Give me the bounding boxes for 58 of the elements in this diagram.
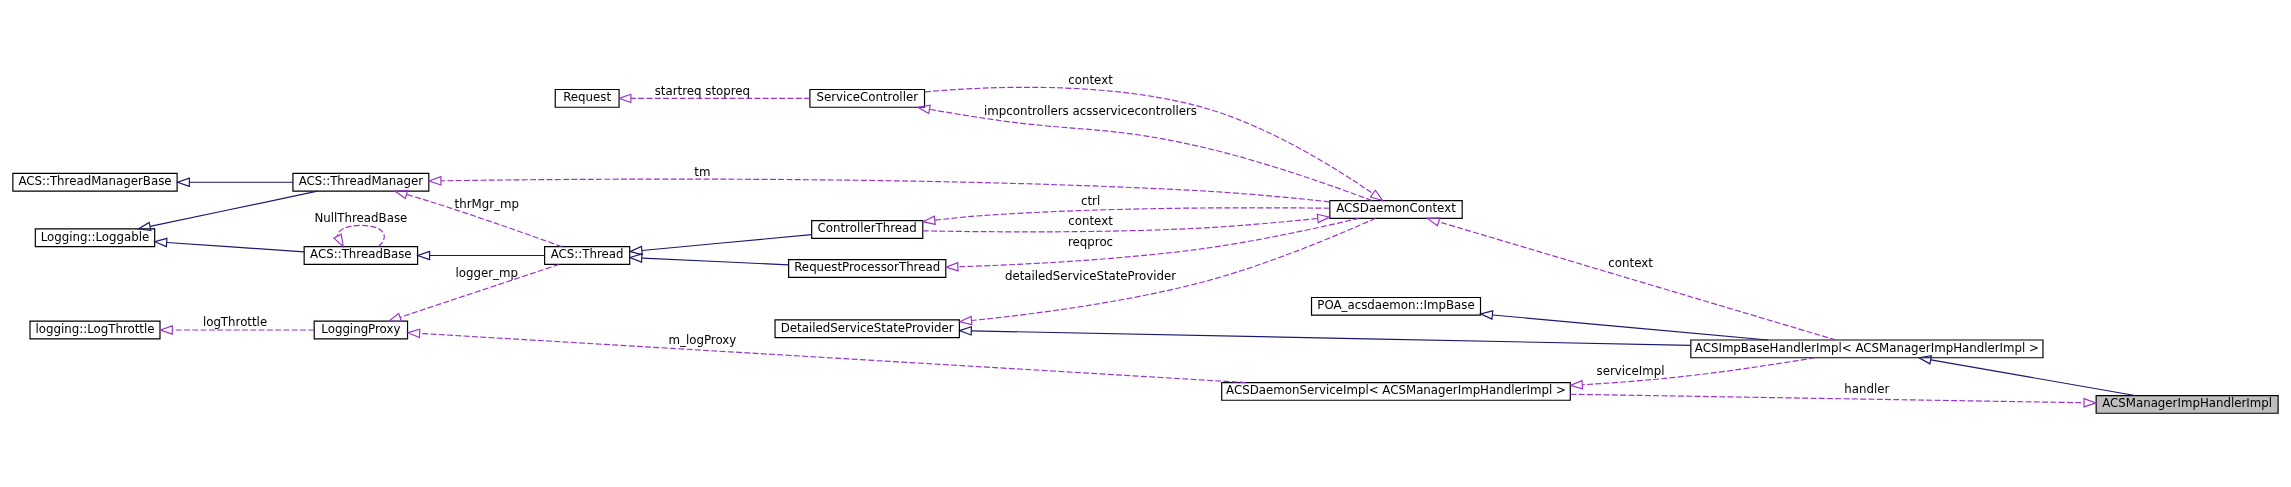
edge-label: serviceImpl — [1596, 363, 1665, 378]
arrow — [387, 263, 560, 322]
edge-label: m_logProxy — [668, 332, 737, 347]
node-box: ServiceController — [809, 88, 926, 108]
node-box: ACSDaemonServiceImpl< ACSManagerImpHandlerImpl > — [1221, 381, 1571, 401]
arrow — [427, 175, 1331, 202]
arrow — [1917, 354, 2136, 396]
node-box: ACSDaemonContext — [1329, 199, 1463, 219]
node-box: DetailedServiceStateProvider — [774, 318, 960, 338]
arrow — [628, 233, 813, 255]
edge-label: handler — [1844, 381, 1890, 396]
edge-label: thrMgr_mp — [454, 196, 519, 211]
arrow — [617, 92, 811, 103]
edge-label: context — [1608, 255, 1653, 270]
edge-label: startreq stopreq — [654, 83, 751, 98]
edge-label: context — [1068, 72, 1113, 87]
arrow — [957, 217, 1377, 325]
node-box: ACS::ThreadManager — [292, 172, 430, 192]
arrow — [628, 252, 789, 265]
edge-label: detailedServiceStateProvider — [1004, 268, 1177, 283]
arrow — [153, 237, 305, 252]
node-box: RequestProcessorThread — [788, 258, 947, 278]
arrow — [393, 189, 563, 247]
edge-label: reqproc — [1067, 234, 1114, 249]
node-box: ACSImpBaseHandlerImpl< ACSManagerImpHandlerImpl > — [1690, 338, 2044, 358]
arrow — [944, 217, 1360, 272]
edge-label: tm — [694, 164, 711, 179]
arrow — [332, 224, 385, 248]
arrow — [175, 176, 294, 187]
arrow — [1425, 216, 1837, 341]
arrow — [158, 324, 315, 335]
arrow — [136, 190, 318, 231]
arrow — [406, 327, 1247, 383]
node-box: POA_acsdaemon::ImpBase — [1310, 296, 1482, 316]
edge-label: ctrl — [1080, 193, 1101, 208]
arrow — [416, 250, 545, 260]
node-box: LoggingProxy — [313, 320, 409, 339]
arrow — [1568, 356, 1816, 390]
arrow — [921, 206, 1331, 225]
node-box: ACS::ThreadManagerBase — [12, 172, 178, 192]
arrow — [1478, 309, 1769, 341]
arrow — [922, 213, 1332, 232]
arrow — [916, 104, 1373, 201]
node-box: logging::LogThrottle — [29, 320, 161, 339]
edge-label: context — [1068, 213, 1113, 228]
node-box: ControllerThread — [811, 219, 924, 239]
edge-label: NullThreadBase — [314, 210, 408, 225]
arrow — [1570, 393, 2098, 408]
edge-label: logThrottle — [202, 314, 268, 329]
node-box: ACS::ThreadBase — [303, 245, 419, 265]
node-box: ACS::Thread — [544, 245, 631, 265]
node-box: Logging::Loggable — [34, 227, 156, 247]
arrow — [924, 86, 1385, 201]
edge-label: logger_mp — [455, 265, 518, 280]
node-box: ACSManagerImpHandlerImpl — [2095, 394, 2279, 414]
node-box: Request — [554, 88, 620, 108]
edge-label: impcontrollers acsservicecontrollers — [984, 103, 1198, 118]
arrow — [957, 325, 1691, 346]
